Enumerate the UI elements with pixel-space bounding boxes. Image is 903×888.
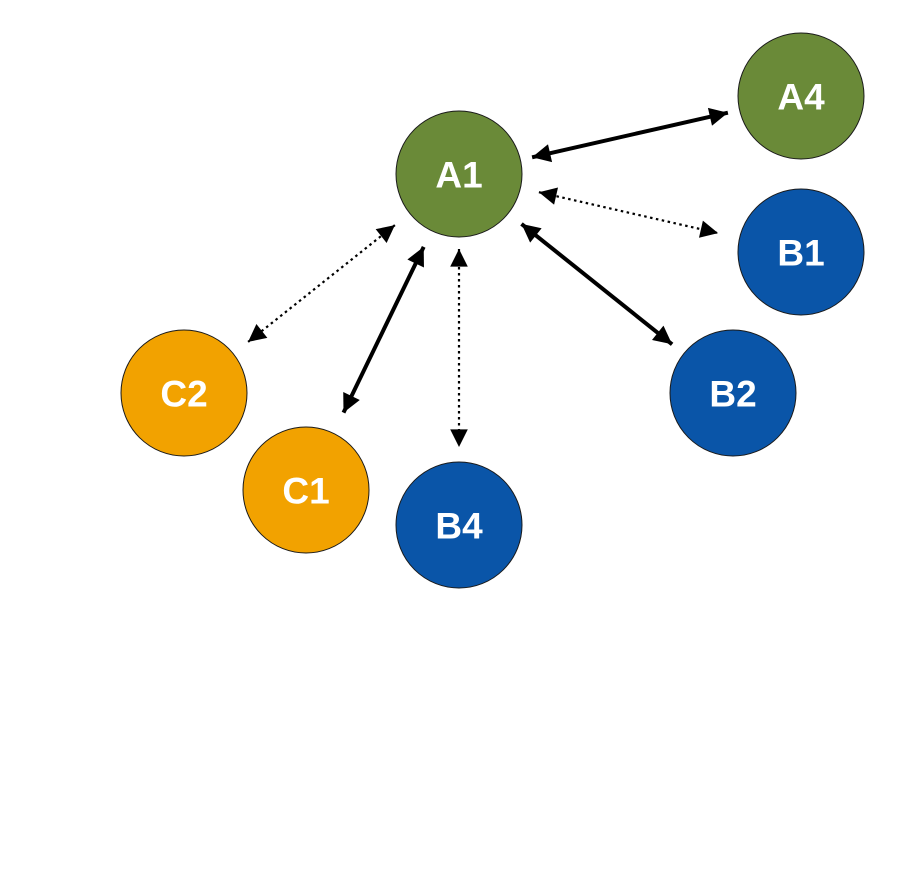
edge-a1-c2 bbox=[247, 224, 396, 343]
node-a4: A4 bbox=[737, 32, 865, 160]
node-circle bbox=[737, 188, 865, 316]
edge-a1-b1 bbox=[538, 187, 719, 238]
node-c1: C1 bbox=[242, 426, 370, 554]
node-circle bbox=[737, 32, 865, 160]
node-label: A4 bbox=[777, 77, 825, 118]
node-label: B1 bbox=[777, 233, 824, 274]
node-label: C2 bbox=[160, 374, 207, 415]
node-label: B2 bbox=[709, 374, 756, 415]
node-b4: B4 bbox=[395, 461, 523, 589]
node-label: B4 bbox=[435, 506, 483, 547]
edge-a1-c1 bbox=[341, 246, 426, 414]
node-circle bbox=[242, 426, 370, 554]
node-label: C1 bbox=[282, 471, 329, 512]
node-a1: A1 bbox=[395, 110, 523, 238]
edges bbox=[247, 107, 729, 448]
node-circle bbox=[669, 329, 797, 457]
node-b2: B2 bbox=[669, 329, 797, 457]
edge-a1-a4 bbox=[531, 107, 729, 163]
node-c2: C2 bbox=[120, 329, 248, 457]
node-b1: B1 bbox=[737, 188, 865, 316]
node-circle bbox=[395, 461, 523, 589]
node-label: A1 bbox=[435, 155, 482, 196]
node-circle bbox=[120, 329, 248, 457]
edge-a1-b2 bbox=[520, 222, 674, 346]
node-circle bbox=[395, 110, 523, 238]
